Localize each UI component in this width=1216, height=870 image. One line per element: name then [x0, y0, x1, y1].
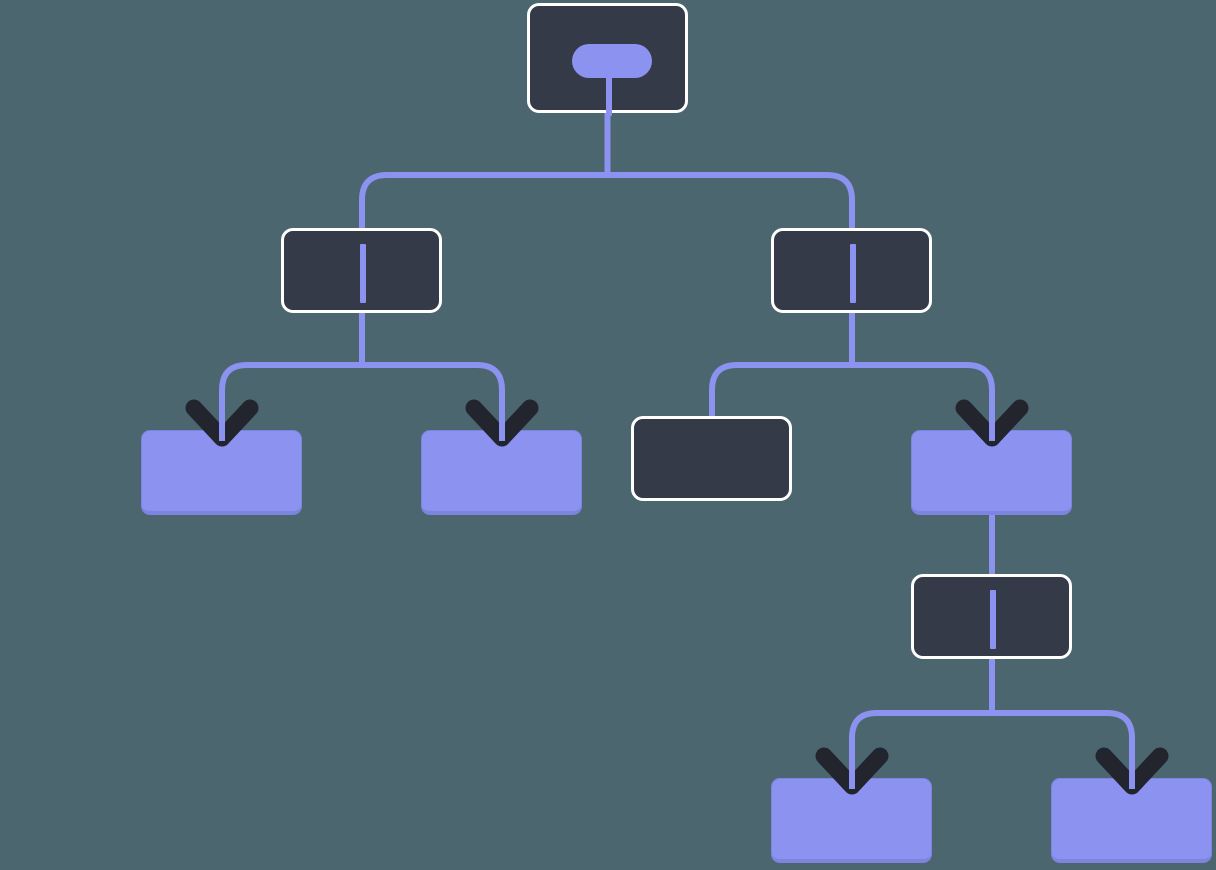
node-inner-bar	[360, 244, 366, 303]
node-leaf-bottom-1[interactable]	[771, 778, 932, 863]
root-pill-glyph	[572, 44, 652, 78]
node-right-branch[interactable]	[771, 228, 932, 313]
node-leaf-bottom-2[interactable]	[1051, 778, 1212, 863]
node-leaf-left-1[interactable]	[141, 430, 302, 515]
node-root[interactable]	[527, 3, 688, 116]
node-inner-bar	[850, 244, 856, 303]
node-inner-bar	[990, 590, 996, 649]
node-leaf-right-1[interactable]	[911, 430, 1072, 515]
node-right-child-plain[interactable]	[631, 416, 792, 501]
node-right-subbranch[interactable]	[911, 574, 1072, 659]
root-stem-glyph	[606, 74, 612, 116]
node-left-branch[interactable]	[281, 228, 442, 313]
node-leaf-left-2[interactable]	[421, 430, 582, 515]
